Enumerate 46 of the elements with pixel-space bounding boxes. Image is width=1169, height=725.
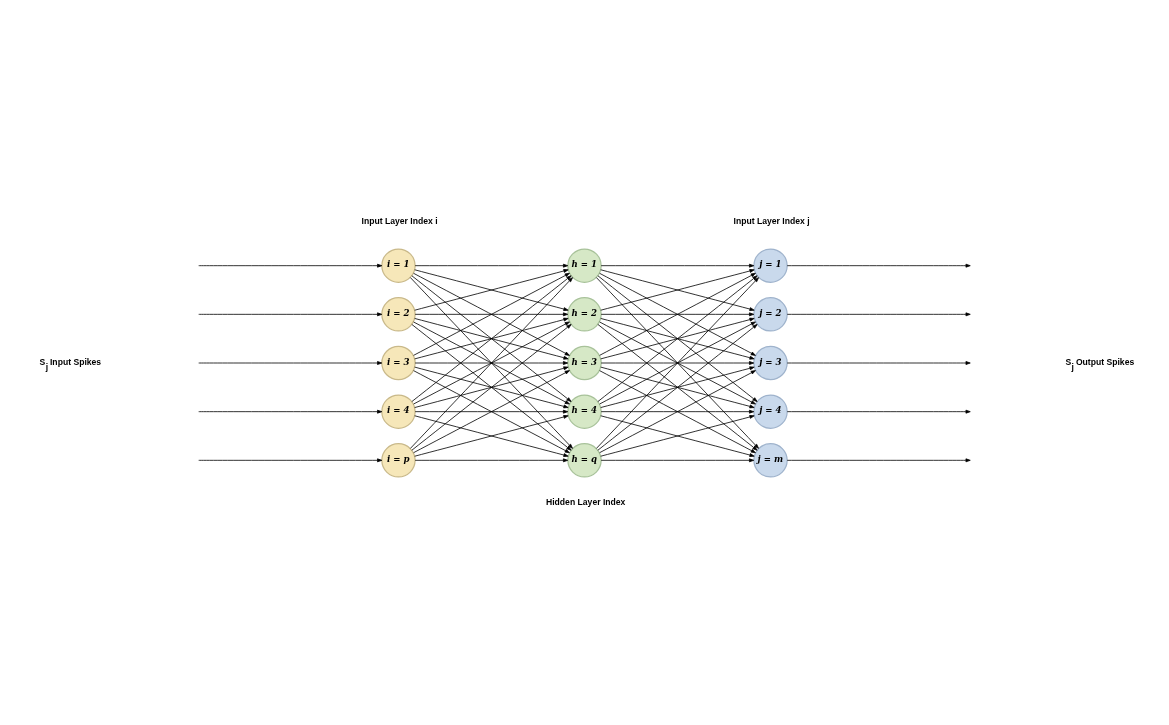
node-circle: i = p [381, 442, 416, 478]
arrow [597, 323, 758, 451]
node-circle: j = 3 [753, 345, 788, 380]
arrow [198, 263, 383, 268]
node-circle: i = 4 [381, 393, 416, 429]
label: Hidden Layer Index [546, 496, 626, 507]
arrow [414, 409, 569, 414]
arrow [600, 263, 755, 268]
arrow [599, 272, 756, 356]
arrow [600, 311, 755, 316]
arrow [198, 360, 383, 365]
arrow [600, 409, 755, 414]
arrow [414, 414, 569, 457]
arrow [198, 311, 383, 316]
node-circle: i = 1 [381, 247, 416, 283]
arrow [414, 263, 569, 268]
arrow [411, 274, 572, 402]
arrow [411, 323, 572, 451]
arrow [413, 272, 570, 356]
arrow [786, 409, 971, 414]
label: Input Layer Index i [361, 215, 438, 226]
arrow [596, 276, 759, 449]
arrow [409, 276, 573, 449]
arrow [597, 274, 758, 402]
arrow [413, 321, 570, 404]
arrow [786, 457, 971, 462]
arrow [600, 414, 755, 457]
arrow [414, 457, 569, 462]
node-circle: h = 3 [567, 345, 602, 380]
label: Input Layer Index j [733, 215, 810, 226]
node-circle: i = 3 [381, 345, 416, 380]
arrow [786, 360, 971, 365]
arrow [414, 268, 569, 311]
arrow [198, 409, 383, 414]
arrow [198, 457, 383, 462]
arrow [414, 311, 569, 316]
node-circle: i = 2 [381, 296, 416, 332]
arrow [414, 360, 569, 365]
arrow [599, 321, 756, 404]
arrow [786, 263, 971, 268]
arrow [599, 369, 756, 453]
arrow [786, 311, 971, 316]
arrow [600, 457, 755, 462]
arrow [413, 369, 570, 453]
arrow [600, 268, 755, 311]
arrow [600, 360, 755, 365]
